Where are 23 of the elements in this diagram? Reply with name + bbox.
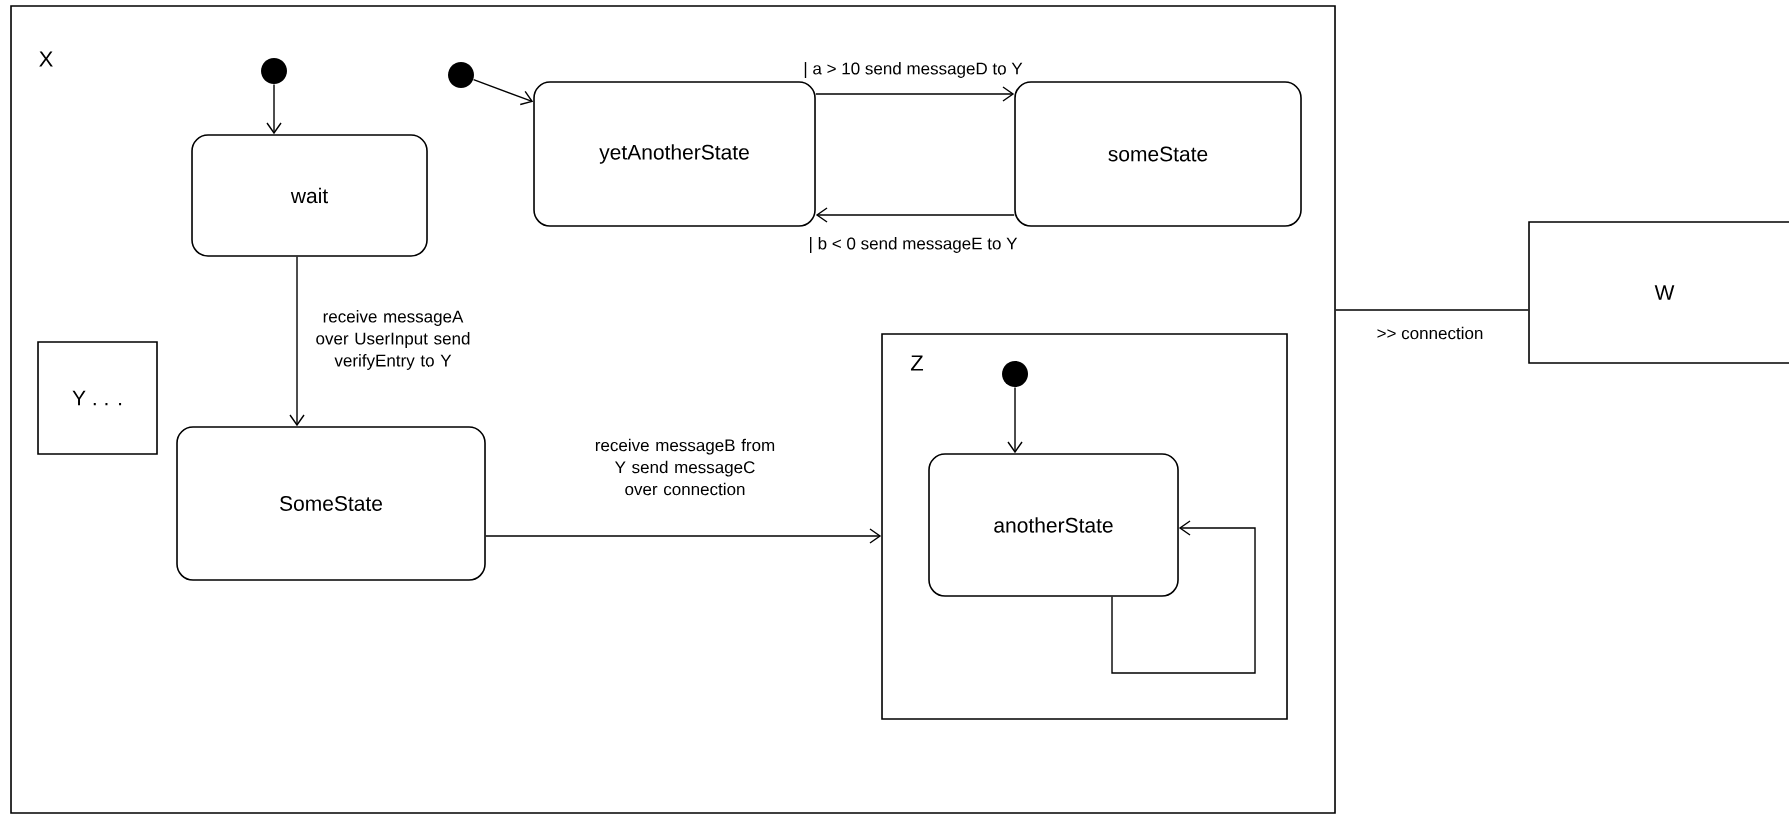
transition-arrow [1111, 520, 1256, 674]
transition-arrow [815, 207, 1015, 223]
transition-arrow [289, 256, 305, 427]
transition-arrow [815, 86, 1015, 102]
edge-label: >> connection [1374, 324, 1486, 342]
component-box: Y . . . [37, 341, 158, 455]
transition-arrow [485, 528, 882, 544]
edge-label: receive messageA over UserInput send verifyEntry to Y [307, 308, 479, 372]
edge-label: receive messageB from Y send messageC over connection [583, 436, 787, 498]
state-box: SomeState [176, 426, 486, 581]
component-box: W [1528, 221, 1789, 364]
edge-label: | b < 0 send messageE to Y [806, 235, 1020, 255]
transition-arrow [266, 83, 282, 135]
initial-dot [448, 62, 474, 88]
state-box: yetAnotherState [533, 81, 816, 227]
edge-label: | a > 10 send messageD to Y [801, 60, 1025, 80]
initial-dot [1002, 361, 1028, 387]
transition-arrow [1007, 386, 1023, 454]
transition-arrow [472, 78, 534, 106]
state-box: wait [191, 134, 428, 257]
initial-dot [261, 58, 287, 84]
state-box: anotherState [928, 453, 1179, 597]
state-box: someState [1014, 81, 1302, 227]
